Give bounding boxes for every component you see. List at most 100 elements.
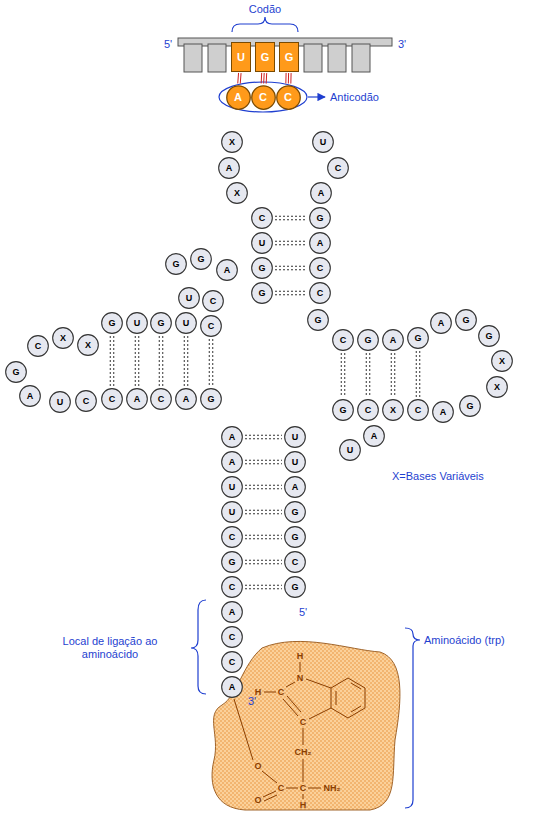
- base-letter: C: [365, 406, 372, 415]
- base-letter: G: [291, 533, 298, 542]
- anticodon-ellipse: [219, 82, 307, 112]
- base-circle: [78, 335, 99, 356]
- base-circle: [6, 362, 27, 383]
- mrna-base: [328, 44, 346, 72]
- base-letter: G: [291, 508, 298, 517]
- base-letter: U: [134, 319, 141, 328]
- nucleotide-base: A: [310, 182, 332, 204]
- base-letter: A: [229, 433, 236, 442]
- legend-note: X=Bases Variáveis: [392, 470, 484, 483]
- nucleotide-base: G: [459, 395, 481, 417]
- codon-pairing: [286, 73, 291, 84]
- nucleotide-base: X: [77, 334, 99, 356]
- base-letter: C: [259, 214, 266, 223]
- base-letter: A: [224, 266, 231, 275]
- base-circle: [151, 389, 172, 410]
- nucleotide-base: X: [221, 131, 243, 153]
- base-circle: [222, 132, 243, 153]
- nucleotide-base: A: [221, 451, 243, 473]
- mrna-base: [352, 44, 370, 72]
- base-letter: U: [57, 398, 64, 407]
- base-circle: [460, 396, 481, 417]
- base-circle: [20, 386, 41, 407]
- region-label: Codão: [249, 3, 281, 16]
- chem-bond: [262, 771, 277, 783]
- end-label: 5': [299, 606, 307, 619]
- base-circle: [285, 477, 306, 498]
- base-letter: A: [440, 408, 447, 417]
- end-label: 5': [164, 38, 172, 51]
- nucleotide-base: C: [221, 626, 243, 648]
- base-letter: A: [371, 432, 378, 441]
- base-circle: [127, 313, 148, 334]
- base-pairing: [366, 353, 370, 397]
- base-letter: G: [466, 402, 473, 411]
- base-pairing: [275, 291, 307, 295]
- base-circle: [222, 627, 243, 648]
- base-circle: [311, 183, 332, 204]
- base-circle: [285, 577, 306, 598]
- base-letter: A: [234, 92, 242, 103]
- nucleotide-base: C: [284, 551, 306, 573]
- base-circle: [433, 402, 454, 423]
- base-circle: [222, 477, 243, 498]
- base-letter: U: [229, 483, 236, 492]
- atom-label: O: [254, 761, 261, 771]
- nucleotide-base: U: [221, 476, 243, 498]
- nucleotide-base: G: [251, 282, 273, 304]
- amino-acid-blob: [212, 641, 400, 810]
- base-letter: C: [340, 336, 347, 345]
- chem-bond: [287, 696, 301, 712]
- base-letter: G: [285, 52, 294, 63]
- base-circle: [201, 316, 222, 337]
- base-letter: A: [226, 164, 233, 173]
- base-letter: G: [414, 334, 421, 343]
- base-letter: C: [229, 583, 236, 592]
- chem-bond: [303, 728, 304, 745]
- base-circle: [310, 283, 331, 304]
- base-circle: [151, 313, 172, 334]
- nucleotide-base: C: [407, 399, 429, 421]
- codon-pairing: [238, 73, 241, 84]
- base-letter: C: [229, 633, 236, 642]
- base-letter: C: [284, 92, 292, 103]
- nucleotide-base: C: [309, 282, 331, 304]
- base-circle: [227, 183, 248, 204]
- nucleotide-base: G: [307, 309, 329, 331]
- base-circle: [364, 426, 385, 447]
- base-letter: X: [234, 189, 240, 198]
- nucleotide-base: C: [101, 388, 123, 410]
- nucleotide-base: U: [284, 426, 306, 448]
- codon-base: G: [255, 42, 275, 72]
- base-pairing: [245, 460, 282, 464]
- base-circle: [276, 85, 300, 109]
- base-circle: [358, 330, 379, 351]
- nucleotide-base: C: [309, 257, 331, 279]
- base-letter: C: [317, 264, 324, 273]
- base-circle: [222, 452, 243, 473]
- base-circle: [408, 328, 429, 349]
- atom-label: N: [297, 673, 304, 683]
- base-circle: [222, 427, 243, 448]
- nucleotide-base: G: [221, 551, 243, 573]
- base-letter: C: [210, 297, 217, 306]
- base-letter: A: [292, 483, 299, 492]
- base-letter: C: [109, 395, 116, 404]
- nucleotide-base: A: [175, 388, 197, 410]
- base-letter: A: [183, 395, 190, 404]
- base-letter: G: [12, 368, 19, 377]
- base-pairing: [209, 339, 213, 386]
- base-circle: [217, 260, 238, 281]
- base-pairing: [275, 241, 307, 245]
- base-circle: [333, 400, 354, 421]
- nucleotide-base: C: [221, 526, 243, 548]
- nucleotide-base: A: [221, 426, 243, 448]
- base-circle: [285, 427, 306, 448]
- base-letter: C: [259, 92, 267, 103]
- codon-base: U: [231, 42, 251, 72]
- base-letter: C: [292, 558, 299, 567]
- base-pairing: [184, 336, 188, 386]
- base-letter: G: [485, 332, 492, 341]
- base-letter: C: [229, 658, 236, 667]
